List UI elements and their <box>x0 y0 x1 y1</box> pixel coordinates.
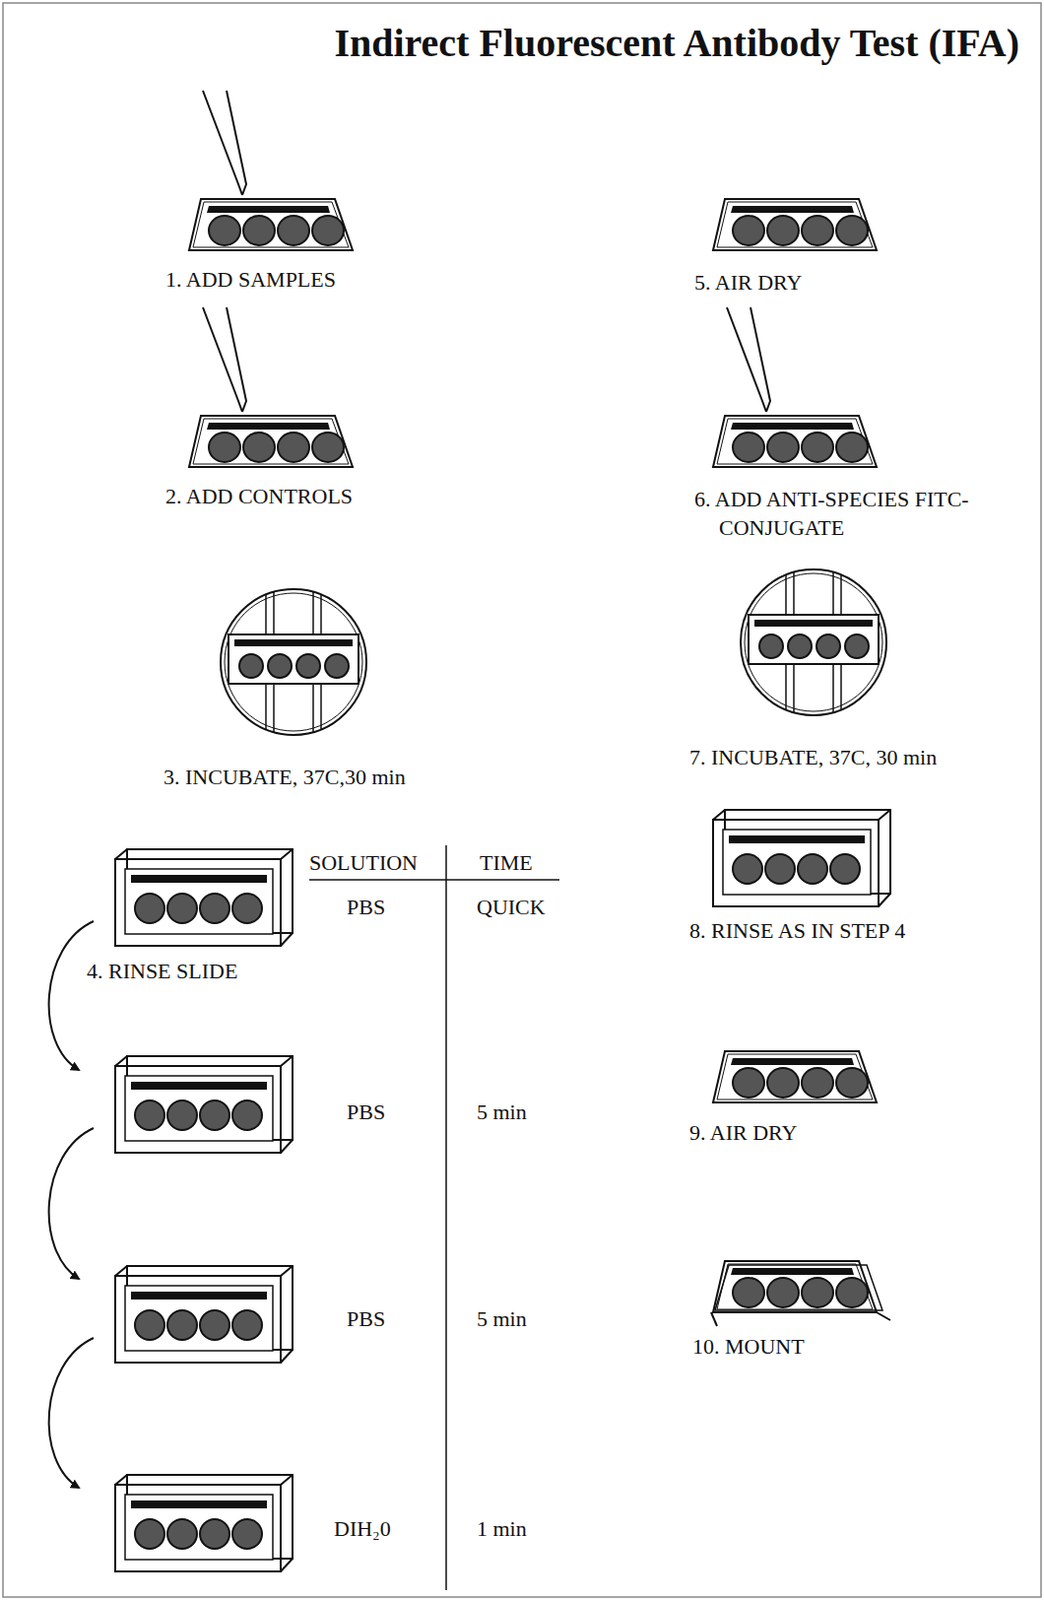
step-label: 3. INCUBATE, 37C,30 min <box>163 763 406 792</box>
table-cell: 5 min <box>476 1098 527 1127</box>
step-label: 5. AIR DRY <box>694 268 802 298</box>
table-cell: PBS <box>346 1098 386 1127</box>
step-label: 7. INCUBATE, 37C, 30 min <box>689 743 937 773</box>
table-cell: QUICK <box>476 893 546 922</box>
table-header: TIME <box>479 848 533 878</box>
step-label: 6. ADD ANTI-SPECIES FITC-CONJUGATE <box>694 485 1005 542</box>
table-cell: PBS <box>346 1305 386 1334</box>
step-label: 8. RINSE AS IN STEP 4 <box>689 916 906 946</box>
table-header: SOLUTION <box>309 848 418 878</box>
table-cell: PBS <box>346 893 386 922</box>
table-cell: 1 min <box>476 1514 527 1544</box>
step-label: 1. ADD SAMPLES <box>165 265 336 295</box>
step-label: 4. RINSE SLIDE <box>86 957 238 986</box>
step-label: 2. ADD CONTROLS <box>165 482 353 512</box>
step-label: 10. MOUNT <box>692 1332 805 1362</box>
diagram-title: Indirect Fluorescent Antibody Test (IFA) <box>333 17 1020 69</box>
step-label: 9. AIR DRY <box>689 1118 797 1148</box>
table-cell: DIH₂0 <box>333 1514 392 1544</box>
table-cell: 5 min <box>476 1305 527 1334</box>
